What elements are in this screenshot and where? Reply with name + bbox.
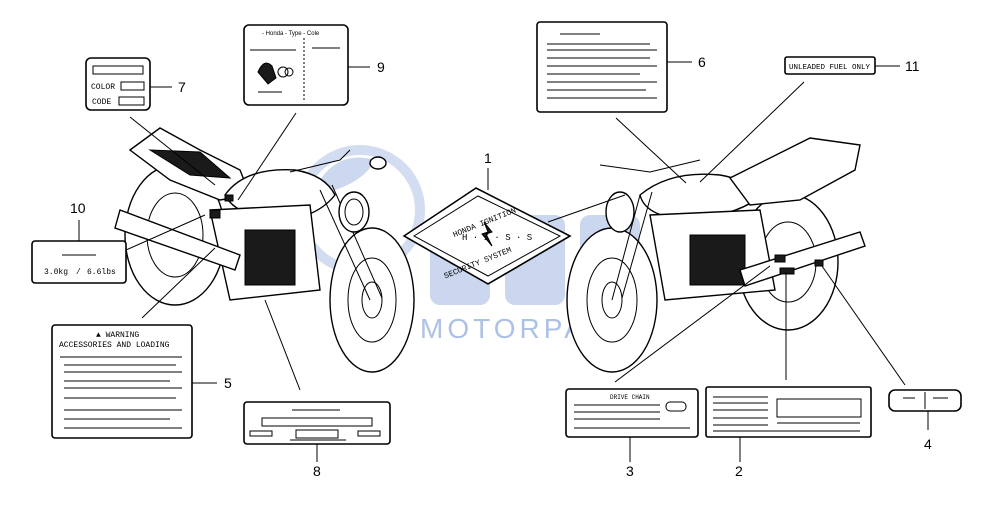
- callout-1: 1: [484, 150, 492, 166]
- callout-8: 8: [313, 463, 321, 479]
- motorcycle-left: [114, 127, 415, 373]
- callout-11: 11: [905, 58, 920, 74]
- label-1-middle: H · I · S · S: [462, 233, 532, 243]
- callout-9: 9: [377, 59, 385, 75]
- callout-5: 5: [224, 375, 232, 391]
- label-5-subtitle: ACCESSORIES AND LOADING: [59, 341, 170, 350]
- callout-2: 2: [735, 463, 743, 479]
- label-3: DRIVE CHAIN: [565, 388, 699, 438]
- label-1: HONDA IGNITION H · I · S · S SECURITY SY…: [402, 187, 572, 285]
- motorcycle-right: [566, 137, 866, 373]
- label-10-sep: /: [76, 268, 81, 277]
- label-7: COLOR CODE: [85, 57, 151, 111]
- label-11-text: UNLEADED FUEL ONLY: [789, 64, 871, 72]
- label-10-right: 6.6lbs: [87, 268, 116, 277]
- label-9-header: - Honda - Type - Cole: [262, 31, 320, 37]
- callout-6: 6: [698, 54, 706, 70]
- label-11: UNLEADED FUEL ONLY: [784, 56, 876, 75]
- label-7-code: CODE: [92, 98, 111, 107]
- callout-10: 10: [70, 200, 86, 216]
- callout-7: 7: [178, 79, 186, 95]
- label-10: 3.0kg / 6.6lbs: [31, 240, 127, 284]
- label-7-color: COLOR: [91, 83, 115, 92]
- callout-3: 3: [626, 463, 634, 479]
- label-4: [888, 389, 962, 412]
- label-5-title: ▲ WARNING: [96, 331, 139, 340]
- callout-4: 4: [924, 436, 932, 452]
- label-2: [705, 386, 872, 438]
- label-9: - Honda - Type - Cole: [243, 24, 349, 106]
- label-5: ▲ WARNING ACCESSORIES AND LOADING: [51, 324, 193, 439]
- label-10-left: 3.0kg: [44, 268, 68, 277]
- label-6: [536, 21, 668, 113]
- label-3-text: DRIVE CHAIN: [610, 394, 650, 401]
- label-8: [243, 401, 391, 445]
